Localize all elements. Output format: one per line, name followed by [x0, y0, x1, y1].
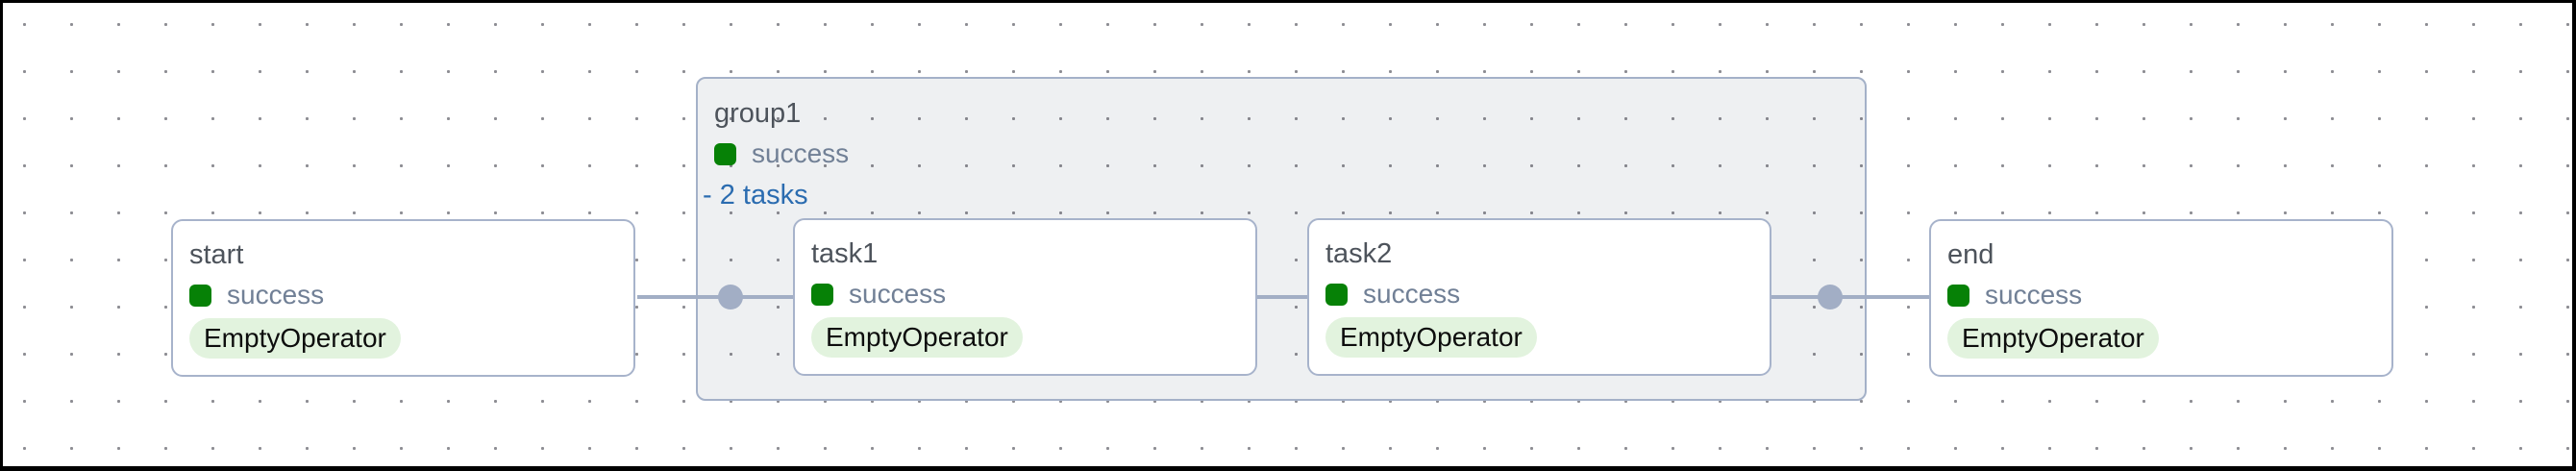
task-title: task1: [811, 238, 879, 269]
task-node-start[interactable]: start success EmptyOperator: [171, 219, 635, 377]
group-title: group1: [714, 98, 802, 129]
edge-start-to-end: [637, 295, 1932, 299]
status-label: success: [1363, 279, 1461, 309]
status-label: success: [752, 138, 850, 168]
status-row: success: [189, 280, 633, 310]
operator-badge: EmptyOperator: [1325, 317, 1537, 358]
task-node-task1[interactable]: task1 success EmptyOperator: [793, 218, 1257, 376]
dag-graph-canvas[interactable]: start success EmptyOperator group1 succe…: [3, 3, 2572, 466]
task-group-group1[interactable]: group1 success - 2 tasks task1 success E…: [637, 77, 1932, 401]
group-output-junction-dot: [1818, 285, 1843, 310]
group-input-junction-dot: [718, 285, 743, 310]
task-title: task2: [1325, 238, 1393, 269]
operator-badge: EmptyOperator: [189, 318, 401, 359]
success-status-icon: [1947, 284, 1969, 307]
task-title: start: [189, 239, 244, 270]
success-status-icon: [811, 283, 833, 306]
success-status-icon: [714, 142, 736, 165]
group-collapse-toggle[interactable]: - 2 tasks: [703, 180, 808, 211]
status-row: success: [1325, 279, 1770, 309]
task-node-end[interactable]: end success EmptyOperator: [1929, 219, 2393, 377]
success-status-icon: [189, 284, 211, 307]
success-status-icon: [1325, 283, 1348, 306]
status-row: success: [1947, 280, 2391, 310]
status-row: success: [811, 279, 1255, 309]
status-label: success: [849, 279, 947, 309]
task-title: end: [1947, 239, 1994, 270]
status-label: success: [1985, 280, 2083, 310]
operator-badge: EmptyOperator: [1947, 318, 2159, 359]
status-label: success: [227, 280, 325, 310]
task-node-task2[interactable]: task2 success EmptyOperator: [1307, 218, 1771, 376]
group-status-row: success: [714, 138, 1865, 168]
operator-badge: EmptyOperator: [811, 317, 1023, 358]
